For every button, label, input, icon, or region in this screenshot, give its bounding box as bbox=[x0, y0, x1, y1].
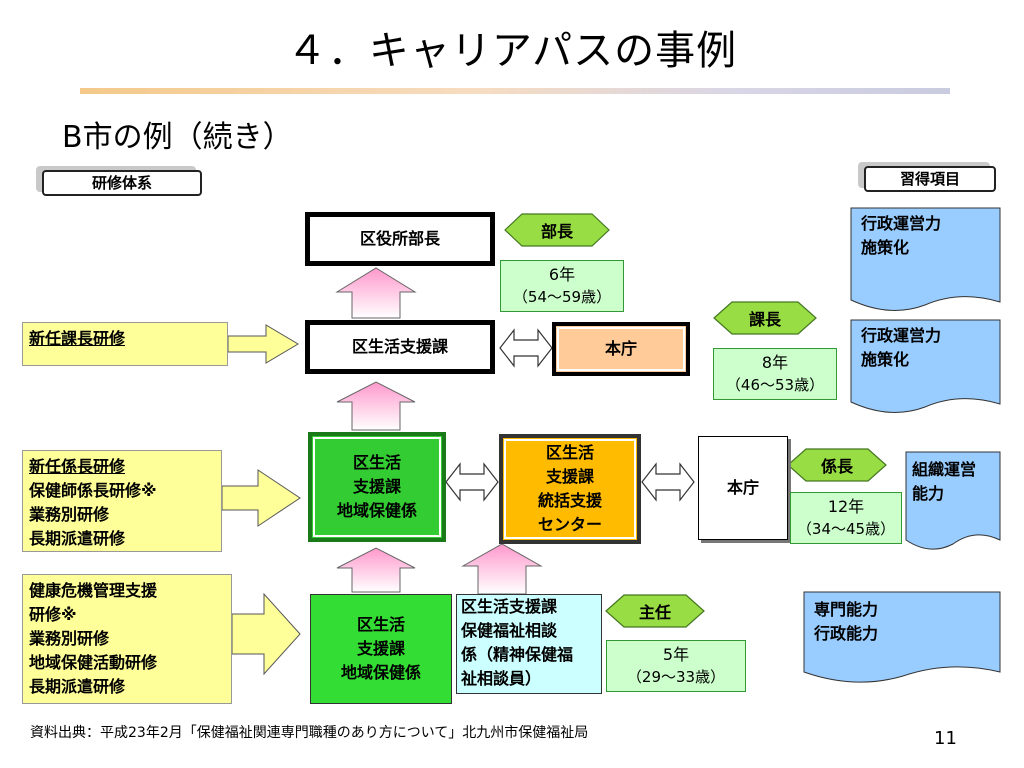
tenure-ages: （46～53歳） bbox=[725, 376, 825, 394]
tenure-ages: （54～59歳） bbox=[512, 288, 612, 306]
rank-banner-shunin-shape bbox=[605, 594, 705, 628]
tenure-shunin: 5年 （29～33歳） bbox=[606, 640, 746, 692]
node-label: 区生活 bbox=[545, 443, 594, 462]
skill-doc-1: 行政運営力 施策化 bbox=[851, 208, 1000, 264]
node-label: 本庁 bbox=[726, 478, 759, 497]
training-item: 長期派遣研修 bbox=[29, 677, 126, 696]
up-arrow-2 bbox=[336, 381, 416, 431]
tenure-years: 12年 bbox=[827, 497, 865, 516]
rank-shunin: 主任 bbox=[638, 603, 671, 622]
node-label: 区生活 bbox=[352, 453, 401, 472]
up-arrow-1 bbox=[335, 267, 417, 319]
skill-item: 専門能力 bbox=[814, 600, 879, 619]
node-label: 支援課 bbox=[356, 639, 405, 658]
skill-item: 組織運営 bbox=[912, 460, 977, 479]
double-arrow-3 bbox=[641, 462, 695, 502]
node-honcho-2: 本庁 bbox=[698, 436, 788, 540]
tenure-ages: （29～33歳） bbox=[626, 668, 726, 686]
tenure-ages: （34～45歳） bbox=[796, 520, 896, 538]
arrow-training-2 bbox=[221, 469, 301, 527]
node-ward-director: 区役所部長 bbox=[305, 212, 495, 266]
node-orange-support-center: 区生活 支援課 統括支援 センター bbox=[499, 434, 641, 544]
training-box-1: 新任課長研修 bbox=[22, 322, 228, 366]
tenure-kacho: 8年 （46～53歳） bbox=[713, 348, 837, 400]
source-citation: 資料出典：平成23年2月「保健福祉関連専門職種のあり方について」北九州市保健福祉… bbox=[30, 725, 589, 741]
skill-doc-4: 専門能力 行政能力 bbox=[804, 594, 1000, 650]
skill-item: 施策化 bbox=[861, 238, 910, 257]
skill-doc-4-shape bbox=[803, 591, 1001, 683]
skill-doc-3: 組織運営 能力 bbox=[906, 454, 1000, 510]
node-label: 地域保健係 bbox=[340, 663, 421, 682]
node-label: 区生活支援課 bbox=[351, 337, 448, 356]
rank-banner-kakaricho-shape bbox=[787, 448, 887, 482]
training-item: 業務別研修 bbox=[29, 629, 110, 648]
node-label: 地域保健係 bbox=[336, 501, 417, 520]
node-life-support-section: 区生活支援課 bbox=[305, 320, 495, 374]
training-box-3: 健康危機管理支援 研修※ 業務別研修 地域保健活動研修 長期派遣研修 bbox=[22, 574, 232, 704]
training-item: 健康危機管理支援 bbox=[29, 581, 158, 600]
skill-doc-1-shape bbox=[850, 207, 1001, 311]
training-item: 業務別研修 bbox=[29, 505, 110, 524]
tenure-kakaricho: 12年 （34～45歳） bbox=[790, 492, 902, 544]
rank-kacho: 課長 bbox=[748, 310, 781, 329]
skill-doc-2-shape bbox=[850, 319, 1001, 413]
node-cyan-welfare-consult: 区生活支援課 保健福祉相談 係（精神保健福 祉相談員） bbox=[456, 594, 602, 694]
skill-item: 施策化 bbox=[861, 350, 910, 369]
tag-acquired-skills: 習得項目 bbox=[864, 166, 996, 192]
skill-doc-2: 行政運営力 施策化 bbox=[851, 320, 1000, 376]
tenure-years: 6年 bbox=[548, 265, 576, 284]
up-arrow-4 bbox=[461, 543, 543, 595]
training-item: 保健師係長研修※ bbox=[29, 481, 157, 500]
node-label: 統括支援 bbox=[537, 491, 602, 510]
title-underline bbox=[80, 88, 950, 94]
skill-item: 行政運営力 bbox=[861, 326, 942, 345]
training-box-2: 新任係長研修 保健師係長研修※ 業務別研修 長期派遣研修 bbox=[22, 450, 222, 552]
node-honcho-1: 本庁 bbox=[552, 322, 690, 376]
node-label: 区生活 bbox=[356, 615, 405, 634]
node-green-regional-health: 区生活 支援課 地域保健係 bbox=[308, 432, 446, 542]
node-label: 保健福祉相談 bbox=[461, 621, 558, 640]
page-number: 11 bbox=[934, 728, 957, 749]
slide-title: ４．キャリアパスの事例 bbox=[286, 28, 738, 74]
up-arrow-3 bbox=[336, 547, 416, 593]
node-label: センター bbox=[537, 515, 602, 534]
node-label: 本庁 bbox=[604, 339, 637, 358]
training-item: 新任係長研修 bbox=[29, 457, 126, 476]
arrow-training-3 bbox=[231, 592, 301, 676]
training-item: 地域保健活動研修 bbox=[29, 653, 158, 672]
skill-doc-3-shape bbox=[905, 451, 1001, 550]
subtitle: B市の例（続き） bbox=[62, 120, 293, 155]
skill-item: 行政能力 bbox=[814, 624, 879, 643]
rank-banner-kacho-shape bbox=[713, 301, 817, 335]
rank-bucho: 部長 bbox=[540, 222, 573, 241]
tenure-bucho: 6年 （54～59歳） bbox=[500, 260, 624, 312]
rank-kakaricho: 係長 bbox=[820, 457, 853, 476]
training-item: 長期派遣研修 bbox=[29, 529, 126, 548]
rank-banner-bucho-shape bbox=[504, 213, 610, 247]
arrow-training-1 bbox=[227, 324, 299, 364]
skill-item: 能力 bbox=[912, 484, 945, 503]
double-arrow-2 bbox=[445, 462, 499, 502]
node-label: 係（精神保健福 bbox=[461, 645, 574, 664]
tenure-years: 8年 bbox=[761, 353, 789, 372]
node-label: 祉相談員） bbox=[461, 669, 542, 688]
tag-training-system: 研修体系 bbox=[42, 170, 202, 196]
node-label: 区役所部長 bbox=[359, 229, 440, 248]
double-arrow-1 bbox=[499, 328, 553, 368]
node-green-regional-health-low: 区生活 支援課 地域保健係 bbox=[310, 594, 452, 704]
training-item: 研修※ bbox=[29, 605, 77, 624]
node-label: 支援課 bbox=[352, 477, 401, 496]
tenure-years: 5年 bbox=[662, 645, 690, 664]
node-label: 支援課 bbox=[545, 467, 594, 486]
training-item: 新任課長研修 bbox=[29, 329, 126, 348]
skill-item: 行政運営力 bbox=[861, 214, 942, 233]
node-label: 区生活支援課 bbox=[461, 597, 558, 616]
